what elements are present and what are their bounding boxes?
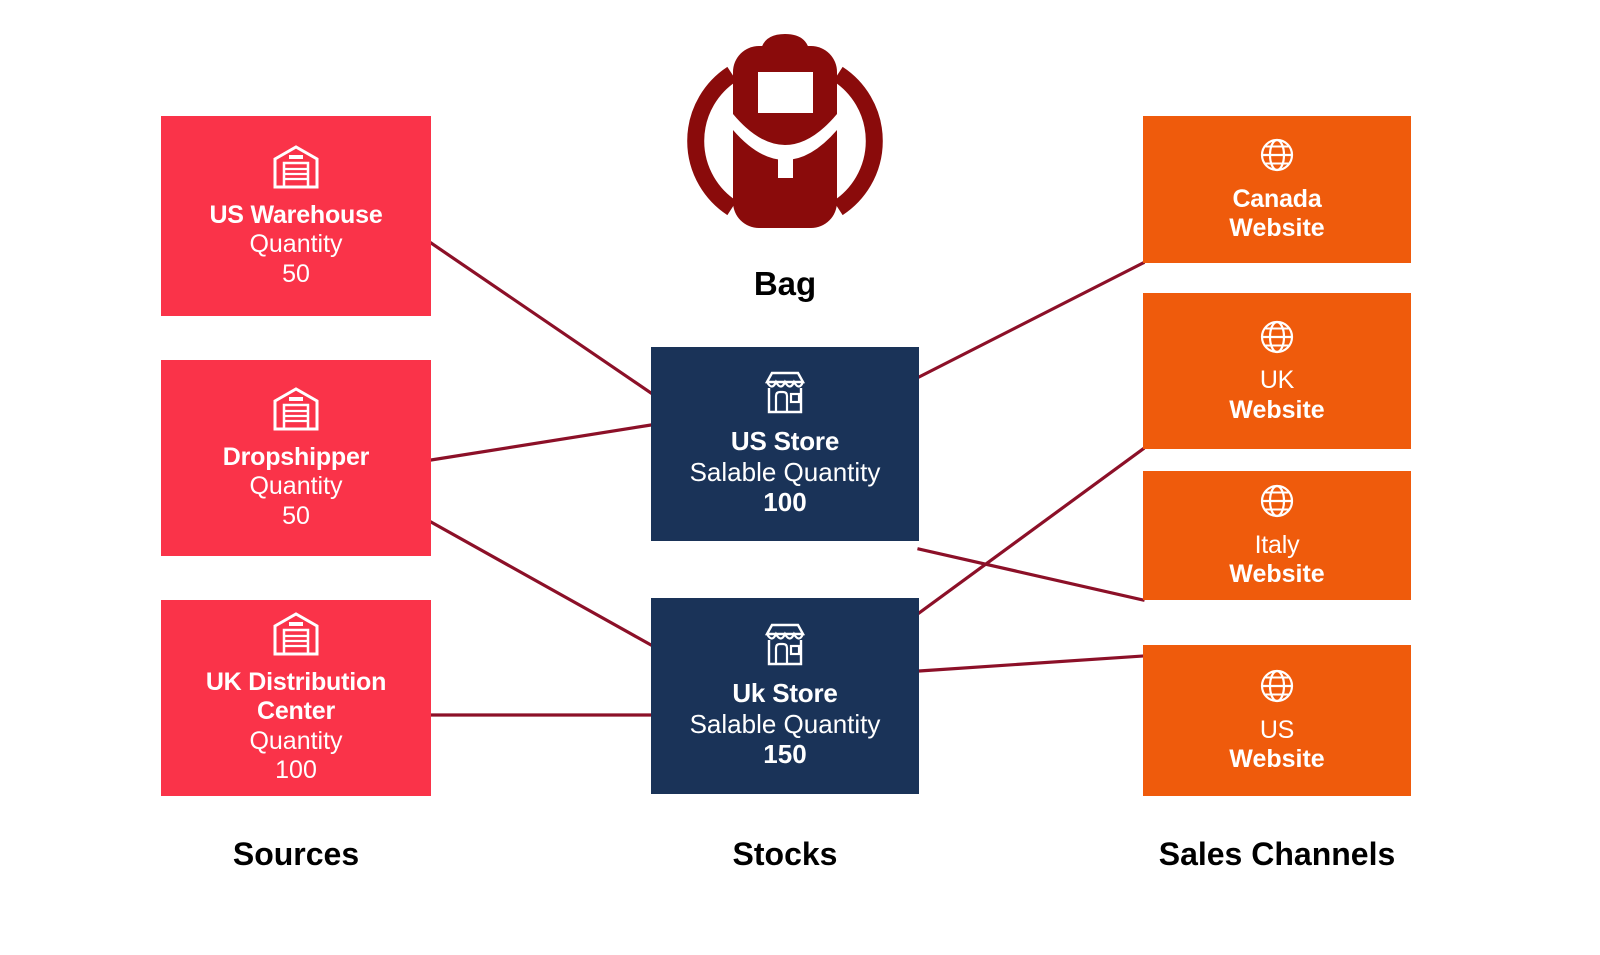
globe-icon <box>1257 666 1297 712</box>
warehouse-icon <box>271 610 321 664</box>
channel-node-uk-website[interactable]: UK Website <box>1143 293 1411 449</box>
channel-subtitle: Website <box>1229 745 1325 774</box>
stock-value: 150 <box>763 739 807 770</box>
stocks-caption: Stocks <box>732 836 838 872</box>
warehouse-icon <box>271 143 321 197</box>
source-value: 50 <box>282 501 310 530</box>
source-metric-label: Quantity <box>249 472 343 501</box>
source-node-us-warehouse[interactable]: US Warehouse Quantity 50 <box>161 116 431 316</box>
link-us-store-to-italy-website <box>917 547 1145 602</box>
sources-caption: Sources <box>232 836 360 872</box>
channel-node-italy-website[interactable]: Italy Website <box>1143 471 1411 600</box>
stock-node-uk-store[interactable]: Uk Store Salable Quantity 150 <box>651 598 919 794</box>
channel-title: UK <box>1259 366 1295 395</box>
product-header: Bag <box>651 10 919 303</box>
globe-icon <box>1257 135 1297 181</box>
source-node-dropshipper[interactable]: Dropshipper Quantity 50 <box>161 360 431 556</box>
stock-title: Uk Store <box>732 677 838 708</box>
channel-title: Italy <box>1254 530 1300 559</box>
source-value: 50 <box>282 259 310 288</box>
link-dropshipper-to-uk-store <box>428 519 654 648</box>
link-uk-store-to-us-website <box>917 654 1145 673</box>
stock-title: US Store <box>730 425 840 456</box>
channel-title: US <box>1259 715 1295 744</box>
stock-metric-label: Salable Quantity <box>689 708 881 739</box>
stock-node-us-store[interactable]: US Store Salable Quantity 100 <box>651 347 919 541</box>
stock-metric-label: Salable Quantity <box>689 456 881 487</box>
channel-node-us-website[interactable]: US Website <box>1143 645 1411 796</box>
globe-icon <box>1257 481 1297 527</box>
link-us-store-to-canada-website <box>916 260 1146 380</box>
source-title: Dropshipper <box>222 442 370 471</box>
source-value: 100 <box>275 756 317 785</box>
globe-icon <box>1257 317 1297 363</box>
source-metric-label: Quantity <box>249 726 343 755</box>
source-title: US Warehouse <box>209 200 383 229</box>
channel-subtitle: Website <box>1229 395 1325 424</box>
channel-title: Canada <box>1232 184 1322 213</box>
link-us-warehouse-to-us-store <box>428 240 654 396</box>
store-icon <box>759 370 811 422</box>
channel-node-canada-website[interactable]: Canada Website <box>1143 116 1411 263</box>
source-metric-label: Quantity <box>249 230 343 259</box>
link-dropshipper-to-us-store <box>429 423 653 462</box>
link-uk-store-to-uk-website <box>916 446 1146 616</box>
source-title: UK Distribution Center <box>205 667 387 726</box>
store-icon <box>759 622 811 674</box>
source-node-uk-distribution-center[interactable]: UK Distribution Center Quantity 100 <box>161 600 431 796</box>
channel-subtitle: Website <box>1229 560 1325 589</box>
warehouse-icon <box>271 385 321 439</box>
backpack-icon <box>651 10 919 263</box>
channels-caption: Sales Channels <box>1158 836 1396 872</box>
channel-subtitle: Website <box>1229 214 1325 243</box>
stock-value: 100 <box>763 487 807 518</box>
product-label: Bag <box>753 265 817 302</box>
